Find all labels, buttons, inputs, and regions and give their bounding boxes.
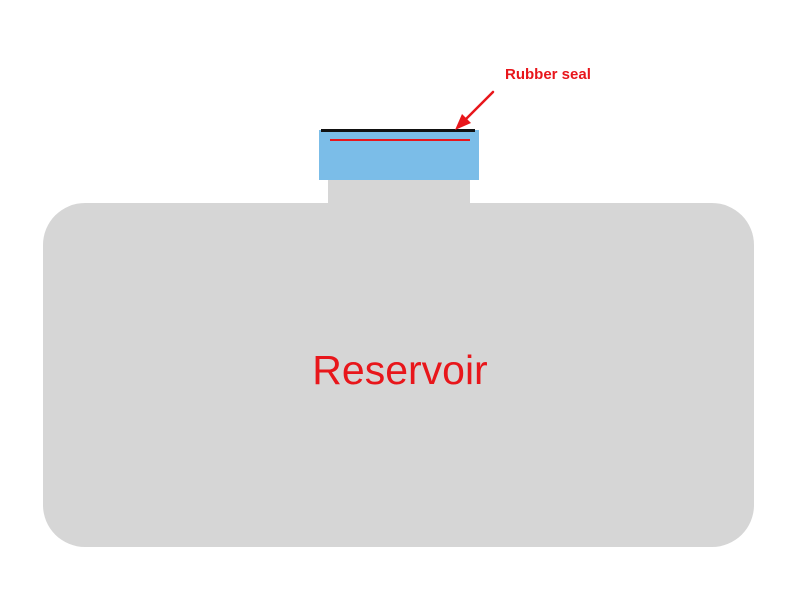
reservoir-label: Reservoir — [312, 347, 488, 393]
rubber-seal-label: Rubber seal — [505, 66, 591, 83]
cap — [319, 130, 479, 180]
reservoir-body — [43, 203, 754, 547]
rubber-seal — [330, 139, 470, 141]
cap-top-edge — [321, 129, 475, 132]
reservoir-neck — [328, 178, 470, 208]
arrow-shaft — [464, 90, 495, 121]
arrow-head — [455, 114, 471, 130]
